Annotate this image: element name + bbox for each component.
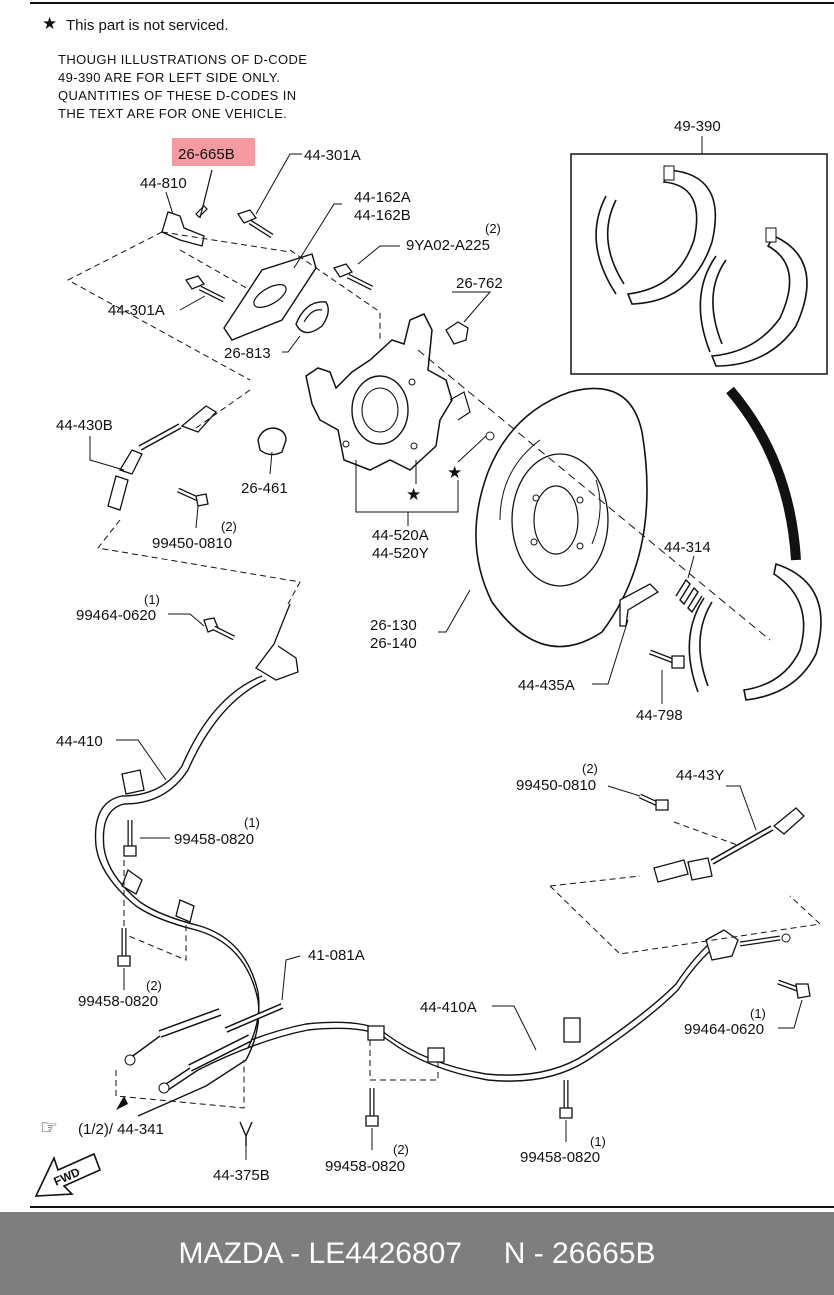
header-notes: ★ This part is not serviced. THOUGH ILLU… (42, 14, 307, 121)
label-99464-top: 99464-0620 (76, 607, 156, 624)
highlight-box (172, 138, 255, 166)
cable-44-410A (158, 929, 791, 1094)
parking-brake-parts-diagram: ★ This part is not serviced. THOUGH ILLU… (30, 2, 834, 1208)
label-99450-top: 99450-0810 (152, 535, 232, 552)
label-99458-a: 99458-0820 (174, 831, 254, 848)
reference-label: (1/2)/ 44-341 (78, 1121, 164, 1138)
qty-99458-d: (1) (590, 1134, 606, 1149)
highlight-label: 26-665B (178, 146, 235, 163)
brake-disc-26-130 (475, 387, 648, 648)
brake-shoe-set-49-390: 49-390 (570, 118, 828, 375)
label-44-162A: 44-162A (354, 189, 411, 206)
label-44-301A-top: 44-301A (304, 147, 361, 164)
label-99458-b: 99458-0820 (78, 993, 158, 1010)
cable-end-44-43Y (653, 807, 805, 883)
qty-99458-b: (2) (146, 978, 162, 993)
label-26-140: 26-140 (370, 635, 417, 652)
footer-bar: MAZDA - LE4426807 N - 26665B (0, 1212, 834, 1295)
label-26-762: 26-762 (456, 275, 503, 292)
bolt-44-301A-top (236, 209, 274, 239)
cable-end-44-430B (107, 405, 218, 511)
label-26-461: 26-461 (241, 480, 288, 497)
label-99458-d: 99458-0820 (520, 1149, 600, 1166)
label-44-301A-mid: 44-301A (108, 302, 165, 319)
highlighted-part[interactable]: 26-665B (172, 138, 255, 166)
label-9YA02: 9YA02-A225 (406, 237, 490, 254)
label-44-410A: 44-410A (420, 999, 477, 1016)
label-41-081A: 41-081A (308, 947, 365, 964)
cable-44-410 (94, 603, 299, 1117)
label-44-810: 44-810 (140, 175, 187, 192)
label-44-520Y: 44-520Y (372, 545, 429, 562)
star-note: This part is not serviced. (66, 17, 229, 34)
qty-99450-top: (2) (221, 519, 237, 534)
fwd-arrow-icon: FWD (34, 1152, 102, 1197)
label-26-813: 26-813 (224, 345, 271, 362)
label-44-43Y: 44-43Y (676, 767, 724, 784)
note-line-3: QUANTITIES OF THESE D-CODES IN (58, 88, 297, 103)
star-icon: ★ (42, 14, 57, 33)
pointing-hand-icon: ☞ (40, 1117, 58, 1139)
label-44-375B: 44-375B (213, 1167, 270, 1184)
label-44-430B: 44-430B (56, 417, 113, 434)
footer-part-info: MAZDA - LE4426807 N - 26665B (178, 1236, 656, 1270)
label-44-162B: 44-162B (354, 207, 411, 224)
label-49-390: 49-390 (674, 118, 721, 135)
lever-44-810 (161, 211, 205, 247)
qty-99464-top: (1) (144, 592, 160, 607)
label-99458-c: 99458-0820 (325, 1158, 405, 1175)
qty-99458-c: (2) (393, 1142, 409, 1157)
qty-99464-right: (1) (750, 1006, 766, 1021)
label-44-520A: 44-520A (372, 527, 429, 544)
brake-caliper-bracket (305, 313, 471, 471)
label-44-798: 44-798 (636, 707, 683, 724)
qty-99450-right: (2) (582, 761, 598, 776)
star-icon-2: ★ (447, 463, 462, 482)
label-44-435A: 44-435A (518, 677, 575, 694)
qty-9YA02: (2) (485, 221, 501, 236)
note-line-4: THE TEXT ARE FOR ONE VEHICLE. (58, 106, 287, 121)
note-line-2: 49-390 ARE FOR LEFT SIDE ONLY. (58, 70, 280, 85)
note-line-1: THOUGH ILLUSTRATIONS OF D-CODE (58, 52, 307, 67)
label-26-130: 26-130 (370, 617, 417, 634)
label-44-410: 44-410 (56, 733, 103, 750)
label-99464-right: 99464-0620 (684, 1021, 764, 1038)
label-99450-right: 99450-0810 (516, 777, 596, 794)
label-44-314: 44-314 (664, 539, 711, 556)
star-icon-1: ★ (406, 485, 421, 504)
qty-99458-a: (1) (244, 815, 260, 830)
